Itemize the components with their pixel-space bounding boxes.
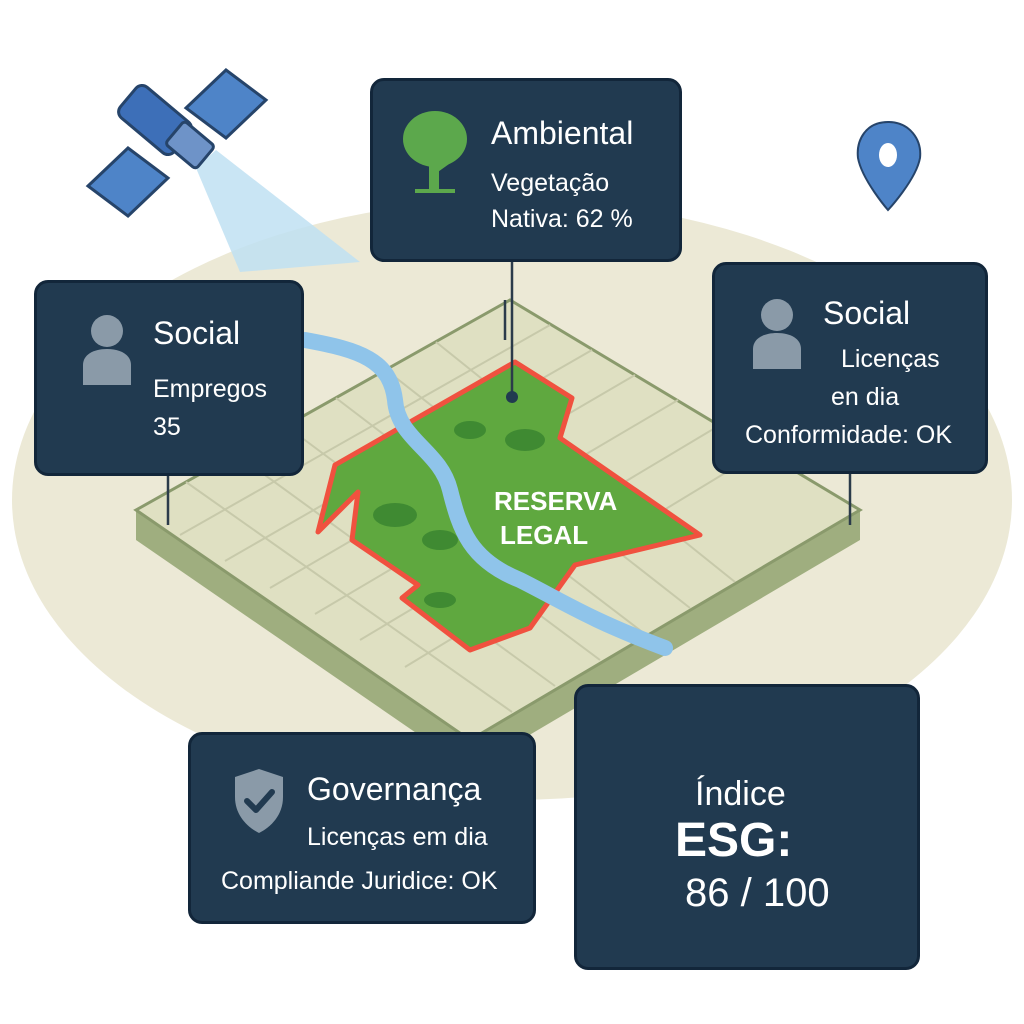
person-icon bbox=[83, 315, 131, 385]
vegetation-patches bbox=[373, 421, 545, 608]
environmental-line-2: Nativa: 62 % bbox=[491, 205, 633, 233]
governance-line-1: Licenças em dia bbox=[307, 823, 488, 851]
reserve-label-line1: RESERVA bbox=[494, 486, 618, 516]
social-right-line-1: Licenças bbox=[841, 345, 940, 373]
governance-card[interactable]: Governança Licenças em dia Compliande Ju… bbox=[188, 732, 536, 924]
environmental-line-1: Vegetação bbox=[491, 169, 610, 197]
reserve-label-line2: LEGAL bbox=[500, 520, 589, 550]
social-right-line-3: Conformidade: OK bbox=[745, 421, 953, 449]
environmental-card[interactable]: Ambiental Vegetação Nativa: 62 % bbox=[370, 78, 682, 262]
tree-icon bbox=[403, 111, 467, 193]
social-card-left[interactable]: Social Empregos 35 bbox=[34, 280, 304, 476]
satellite-icon bbox=[85, 68, 269, 218]
map-pin-icon bbox=[856, 120, 922, 212]
satellite-beam bbox=[196, 150, 360, 272]
esg-score: 86 / 100 bbox=[685, 871, 830, 915]
shield-check-icon bbox=[235, 769, 283, 833]
social-left-line-2: 35 bbox=[153, 413, 181, 441]
connector-lines bbox=[166, 262, 852, 525]
reserve-label: RESERVA bbox=[494, 486, 617, 517]
esg-title: ESG: bbox=[675, 814, 793, 867]
social-card-right[interactable]: Social Licenças en dia Conformidade: OK bbox=[712, 262, 988, 474]
governance-title: Governança bbox=[307, 771, 482, 807]
esg-label: Índice bbox=[695, 775, 786, 813]
river bbox=[297, 332, 673, 656]
connector-dot bbox=[506, 391, 518, 403]
social-right-title: Social bbox=[823, 295, 911, 331]
governance-line-2: Compliande Juridice: OK bbox=[221, 867, 498, 895]
environmental-title: Ambiental bbox=[491, 115, 634, 151]
person-icon bbox=[753, 299, 801, 369]
social-left-line-1: Empregos bbox=[153, 375, 267, 403]
esg-index-card[interactable]: Índice ESG: 86 / 100 bbox=[574, 684, 920, 970]
social-left-title: Social bbox=[153, 315, 241, 351]
social-right-line-2: en dia bbox=[831, 383, 900, 411]
reserve-label: LEGAL bbox=[500, 520, 588, 551]
